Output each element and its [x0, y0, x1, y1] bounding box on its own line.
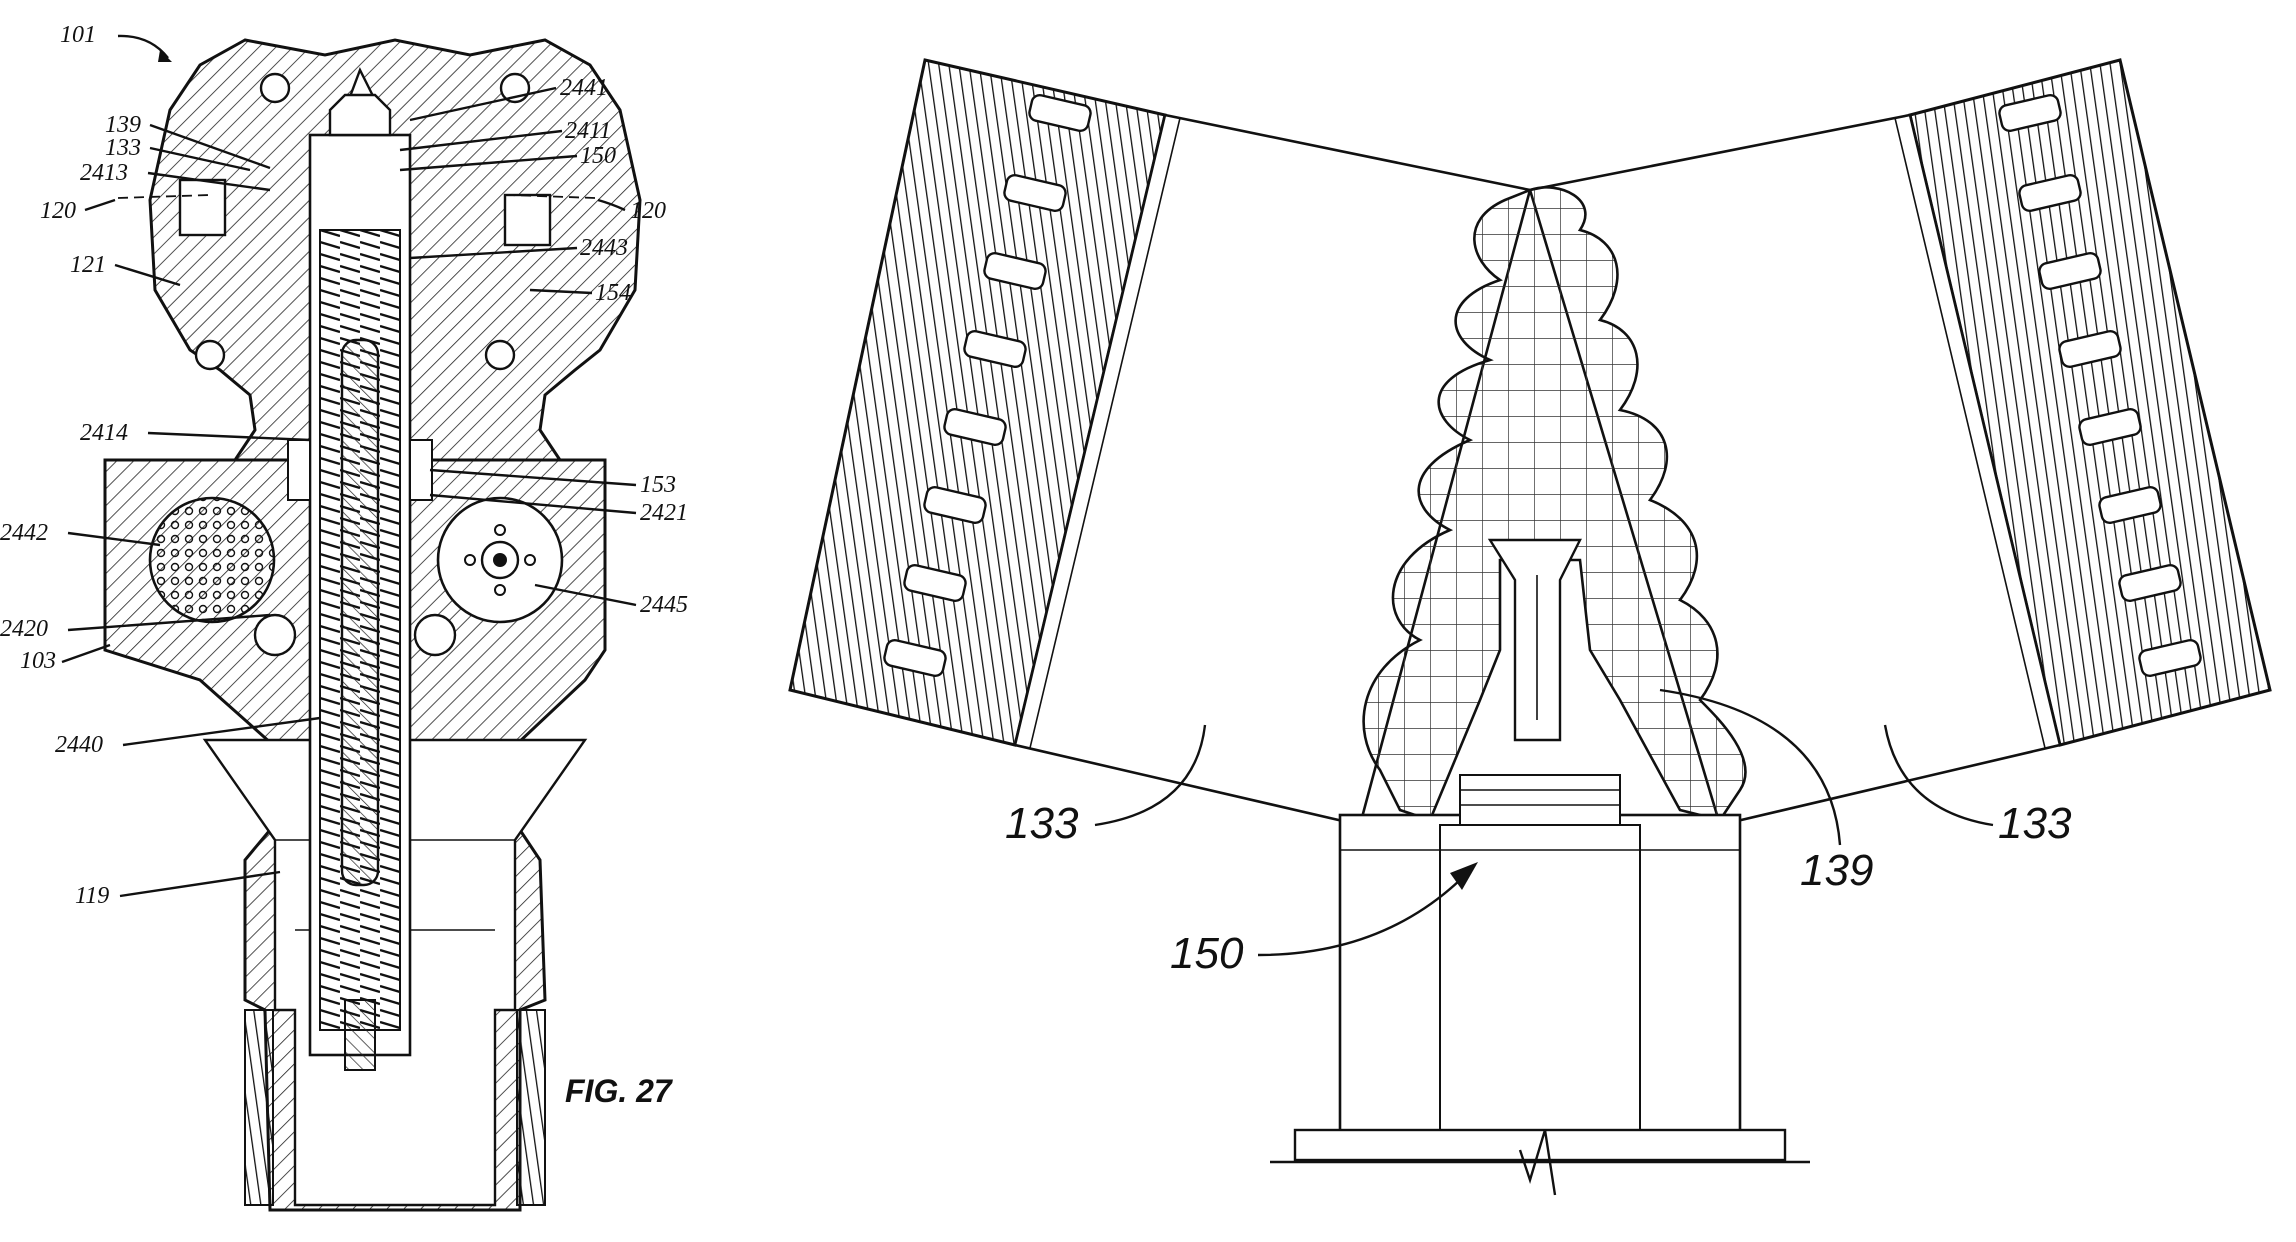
label-139: 139 [1800, 846, 1873, 895]
left-labels: 101 139 133 2413 120 121 2414 2442 2420 … [0, 22, 688, 1109]
label-2443: 2443 [580, 235, 628, 261]
label-2442: 2442 [0, 520, 48, 546]
label-133-left: 133 [1005, 799, 1079, 848]
label-2445: 2445 [640, 592, 688, 618]
filter-port [148, 496, 276, 624]
label-2441: 2441 [560, 75, 608, 101]
label-120-right: 120 [630, 198, 666, 224]
figure-caption: FIG. 27 [565, 1073, 674, 1109]
label-2420: 2420 [0, 616, 48, 642]
label-103: 103 [20, 648, 56, 674]
label-139: 139 [105, 112, 141, 138]
label-121: 121 [70, 252, 106, 278]
label-150: 150 [1170, 929, 1244, 978]
label-101: 101 [60, 22, 96, 48]
label-2414: 2414 [80, 420, 128, 446]
right-labels: 133 133 139 150 [1005, 688, 2072, 978]
label-2413: 2413 [80, 160, 128, 186]
label-150: 150 [580, 143, 616, 169]
base-plate [1293, 1128, 1787, 1162]
label-120-left: 120 [40, 198, 76, 224]
label-153: 153 [640, 472, 676, 498]
label-119: 119 [75, 883, 109, 909]
label-133: 133 [105, 135, 141, 161]
label-154: 154 [595, 280, 631, 306]
left-cross-section [103, 38, 642, 1212]
right-detail-view [788, 58, 2272, 1196]
label-2421: 2421 [640, 500, 688, 526]
label-133-right: 133 [1998, 799, 2072, 848]
wavy-spring [1362, 186, 1747, 822]
label-2411: 2411 [565, 118, 611, 144]
label-2440: 2440 [55, 732, 103, 758]
